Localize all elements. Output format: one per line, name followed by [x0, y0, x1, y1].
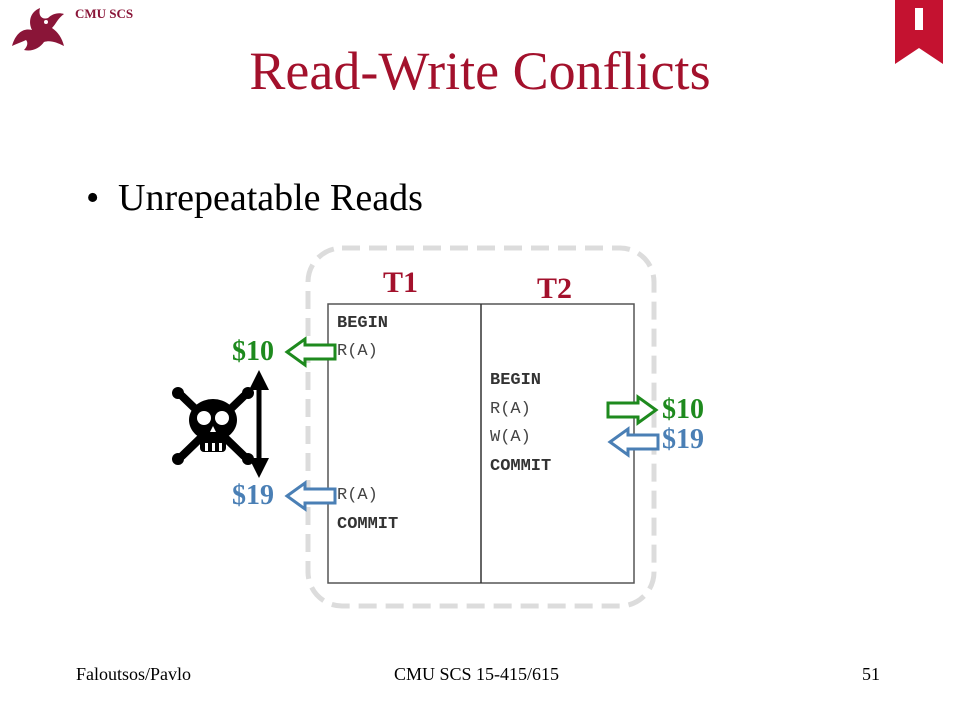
bullet-text: Unrepeatable Reads — [118, 177, 423, 219]
t1-op-read-1: R(A) — [337, 342, 378, 361]
page-title: Read-Write Conflicts — [249, 41, 711, 101]
t2-write-value: $19 — [662, 424, 704, 455]
bullet-item: • Unrepeatable Reads — [86, 176, 423, 220]
skull-crossbones-icon — [172, 387, 254, 465]
double-arrow-icon — [249, 370, 269, 478]
t2-op-write: W(A) — [490, 428, 531, 447]
cmu-dragon-logo-icon — [12, 8, 64, 51]
green-arrow-left-icon — [284, 336, 337, 368]
t1-op-read-2: R(A) — [337, 486, 378, 505]
blue-arrow-write-icon — [607, 426, 660, 458]
t2-op-begin: BEGIN — [490, 371, 542, 390]
blue-arrow-left-icon — [284, 480, 337, 512]
footer-course: CMU SCS 15-415/615 — [394, 664, 560, 684]
t1-first-read-value: $10 — [232, 336, 274, 367]
bullet-dot: • — [86, 177, 100, 219]
t1-op-commit: COMMIT — [337, 515, 399, 534]
green-arrow-right-icon — [606, 394, 659, 426]
header-org-label: CMU SCS — [75, 6, 134, 21]
t1-op-begin: BEGIN — [337, 314, 389, 333]
t2-op-commit: COMMIT — [490, 457, 552, 476]
t2-op-read: R(A) — [490, 400, 531, 419]
t2-label: T2 — [537, 272, 573, 305]
footer-page-number: 51 — [862, 664, 880, 684]
bookmark-flag-icon — [895, 0, 943, 64]
dashed-boundary — [305, 245, 657, 609]
footer-authors: Faloutsos/Pavlo — [76, 664, 192, 684]
t2-read-value: $10 — [662, 394, 704, 425]
t1-second-read-value: $19 — [232, 480, 274, 511]
t1-label: T1 — [383, 266, 419, 299]
